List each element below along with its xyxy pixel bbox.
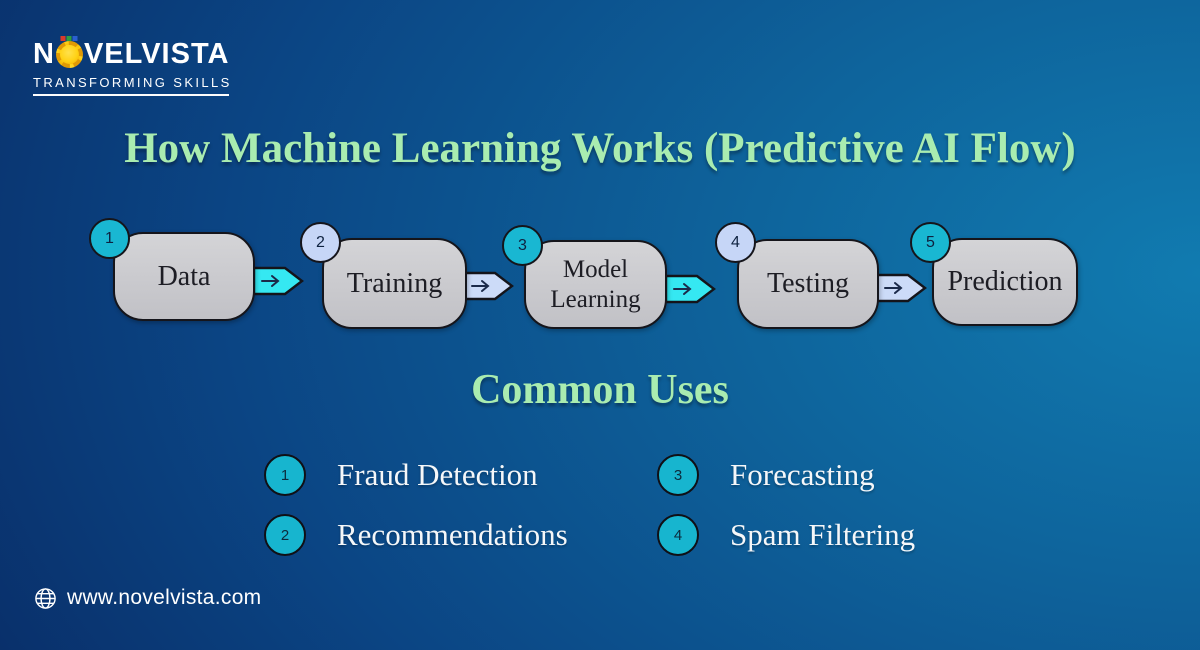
logo-wordmark: N VELVISTA	[33, 36, 232, 70]
flow-step-prediction: Prediction	[932, 238, 1078, 326]
flow-step-label: Model Learning	[550, 255, 641, 313]
use-label: Recommendations	[337, 517, 568, 552]
step-badge-1: 1	[89, 218, 130, 259]
use-number-badge: 3	[657, 454, 699, 496]
use-item-spam-filtering: 4 Spam Filtering	[657, 514, 915, 556]
website-link[interactable]: www.novelvista.com	[67, 586, 262, 609]
flow-step-label: Training	[346, 267, 443, 299]
flow-step-label: Testing	[766, 268, 850, 299]
use-label: Spam Filtering	[730, 517, 916, 552]
use-item-recommendations: 2 Recommendations	[264, 514, 568, 556]
use-number-badge: 4	[657, 514, 699, 556]
flow-step-data: Data	[113, 232, 255, 321]
right-arrow-icon	[252, 266, 304, 296]
use-number-badge: 1	[264, 454, 306, 496]
use-item-forecasting: 3 Forecasting	[657, 454, 875, 496]
globe-icon	[35, 587, 56, 609]
step-badge-4: 4	[715, 222, 756, 263]
right-arrow-icon	[462, 271, 514, 301]
logo-divider	[33, 94, 229, 96]
common-uses-title: Common Uses	[471, 367, 729, 413]
flow-step-label: Data	[157, 260, 211, 292]
flow-step-testing: Testing	[737, 239, 879, 329]
use-number-badge: 2	[264, 514, 306, 556]
step-badge-5: 5	[910, 222, 951, 263]
footer: www.novelvista.com	[34, 586, 261, 610]
logo-brand-prefix: N	[33, 38, 55, 70]
step-badge-3: 3	[502, 225, 543, 266]
use-label: Forecasting	[730, 457, 875, 492]
logo-tagline: TRANSFORMING SKILLS	[33, 75, 232, 90]
logo-brand-suffix: VELVISTA	[83, 38, 230, 70]
use-item-fraud-detection: 1 Fraud Detection	[264, 454, 538, 496]
sun-gear-icon	[55, 36, 83, 68]
flow-step-model-learning: Model Learning	[524, 240, 667, 329]
right-arrow-icon	[664, 274, 716, 304]
use-label: Fraud Detection	[337, 457, 538, 492]
page-title: How Machine Learning Works (Predictive A…	[124, 125, 1076, 172]
flow-step-label: Prediction	[947, 266, 1063, 297]
logo-pixels-icon	[60, 36, 78, 41]
flow-step-training: Training	[322, 238, 467, 329]
right-arrow-icon	[875, 273, 927, 303]
step-badge-2: 2	[300, 222, 341, 263]
novelvista-logo: N VELVISTA TRANSFORMING SKILLS	[33, 36, 232, 96]
